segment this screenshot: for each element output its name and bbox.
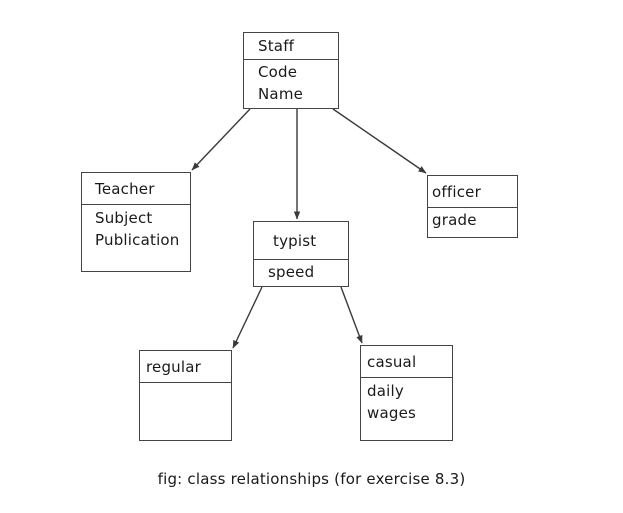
arrow-staff-to-officer <box>332 108 427 174</box>
class-box-casual[interactable]: casual daily wages <box>360 345 453 441</box>
attribute: daily <box>367 382 404 400</box>
attribute: wages <box>367 403 417 422</box>
class-attributes-casual: daily wages <box>361 378 452 440</box>
class-name-casual: casual <box>361 346 452 378</box>
attribute: Name <box>258 84 304 103</box>
class-attributes-officer: grade <box>428 208 517 237</box>
class-attributes-regular <box>140 383 231 440</box>
class-name-typist: typist <box>254 222 348 260</box>
class-box-typist[interactable]: typist speed <box>253 221 349 287</box>
class-attributes-staff: Code Name <box>244 60 338 108</box>
class-attributes-teacher: Subject Publication <box>82 205 190 271</box>
class-box-officer[interactable]: officer grade <box>427 175 518 238</box>
arrow-staff-to-teacher <box>191 108 251 171</box>
attribute: Subject <box>95 209 153 227</box>
arrow-typist-to-casual <box>340 286 363 344</box>
class-name-regular: regular <box>140 351 231 383</box>
attribute: speed <box>268 263 315 281</box>
attribute: Code <box>258 63 298 81</box>
arrow-typist-to-regular <box>232 286 263 349</box>
class-box-regular[interactable]: regular <box>139 350 232 441</box>
class-attributes-typist: speed <box>254 260 348 286</box>
attribute: Publication <box>95 230 180 249</box>
figure-caption: fig: class relationships (for exercise 8… <box>157 470 466 488</box>
class-name-staff: Staff <box>244 33 338 60</box>
class-box-staff[interactable]: Staff Code Name <box>243 32 339 109</box>
class-name-teacher: Teacher <box>82 173 190 205</box>
class-name-officer: officer <box>428 176 517 208</box>
class-box-teacher[interactable]: Teacher Subject Publication <box>81 172 191 272</box>
attribute: grade <box>432 211 477 229</box>
